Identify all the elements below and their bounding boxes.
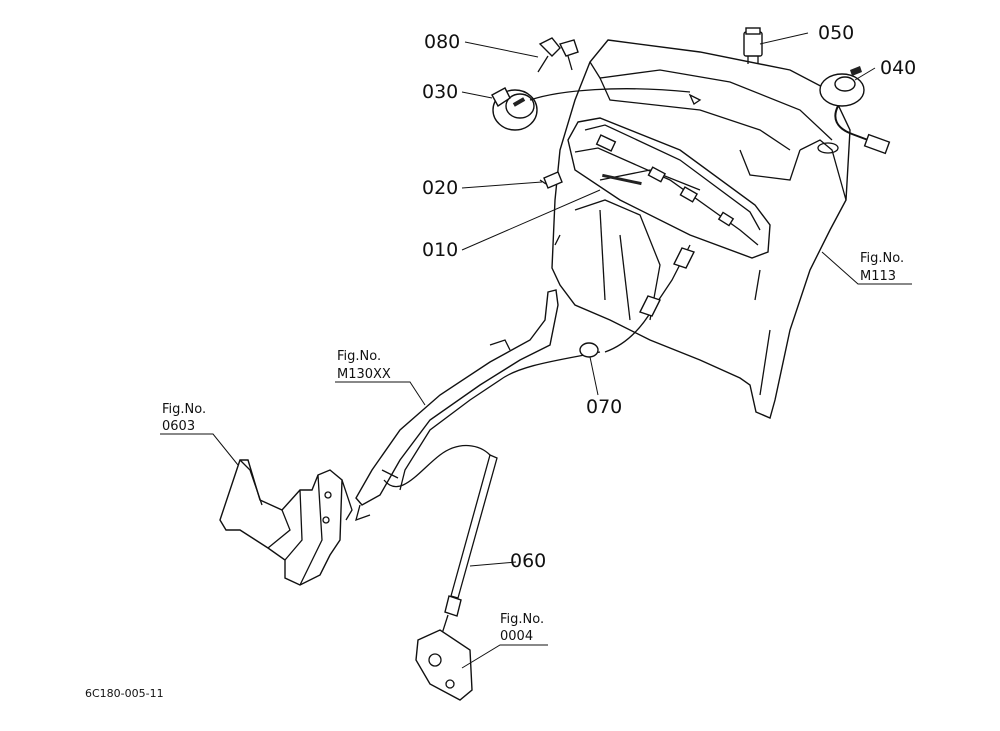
callout-030: 030	[422, 81, 458, 103]
callout-060: 060	[510, 550, 546, 572]
key-switch	[491, 87, 691, 131]
diagram-code: 6C180-005-11	[85, 687, 164, 700]
switch-part-040	[819, 66, 891, 155]
figref-m113-line1: Fig.No.	[860, 251, 904, 266]
figref-0004-line1: Fig.No.	[500, 612, 544, 627]
meter-assembly	[567, 117, 771, 259]
callout-050: 050	[818, 22, 854, 44]
figref-m130xx-line2: M130XX	[337, 367, 391, 382]
base-assembly	[219, 459, 353, 586]
callout-080: 080	[424, 31, 460, 53]
keys	[537, 37, 579, 73]
meter-cable	[399, 244, 695, 491]
callout-040: 040	[880, 57, 916, 79]
drive-cable	[383, 444, 498, 641]
figref-0603-line2: 0603	[162, 419, 195, 434]
figref-m130xx-line1: Fig.No.	[337, 349, 381, 364]
figref-0004-line2: 0004	[500, 629, 533, 644]
screw-part-020	[539, 171, 563, 189]
figref-m113-line2: M113	[860, 269, 896, 284]
bracket-assembly	[355, 289, 559, 522]
callout-020: 020	[422, 177, 458, 199]
drive-unit	[415, 629, 473, 701]
callout-070: 070	[586, 396, 622, 418]
callout-010: 010	[422, 239, 458, 261]
leader-lines	[160, 32, 912, 669]
switch-part-050	[743, 27, 763, 64]
figref-0603-line1: Fig.No.	[162, 402, 206, 417]
